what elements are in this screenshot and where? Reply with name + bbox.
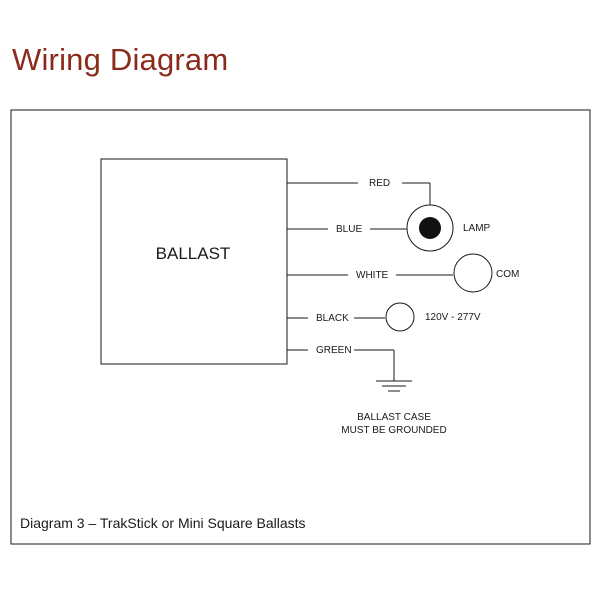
wire-green-label: GREEN xyxy=(316,345,352,356)
com-label: COM xyxy=(496,269,519,280)
line-voltage-terminal xyxy=(385,302,415,332)
ground-icon xyxy=(376,380,412,392)
ground-note-line2: MUST BE GROUNDED xyxy=(341,425,446,436)
wire-blue-label: BLUE xyxy=(336,224,362,235)
com-terminal xyxy=(453,253,493,293)
wire-black-label: BLACK xyxy=(316,313,349,324)
ballast-box xyxy=(100,158,288,365)
wire-white: WHITE xyxy=(287,270,453,281)
lamp-label: LAMP xyxy=(463,223,491,234)
wire-blue: BLUE xyxy=(287,224,407,235)
voltage-label: 120V - 277V xyxy=(425,312,481,323)
wire-green: GREEN xyxy=(287,345,395,381)
ground-note-line1: BALLAST CASE xyxy=(357,412,431,423)
diagram-caption: Diagram 3 – TrakStick or Mini Square Bal… xyxy=(20,515,306,531)
lamp-socket xyxy=(406,204,454,252)
wire-black: BLACK xyxy=(287,313,385,324)
ballast-label: BALLAST xyxy=(156,244,231,263)
diagram-frame xyxy=(10,109,591,545)
page-title: Wiring Diagram xyxy=(12,42,229,77)
wire-white-label: WHITE xyxy=(356,270,389,281)
wire-red: RED xyxy=(287,178,431,205)
wire-red-label: RED xyxy=(369,178,390,189)
